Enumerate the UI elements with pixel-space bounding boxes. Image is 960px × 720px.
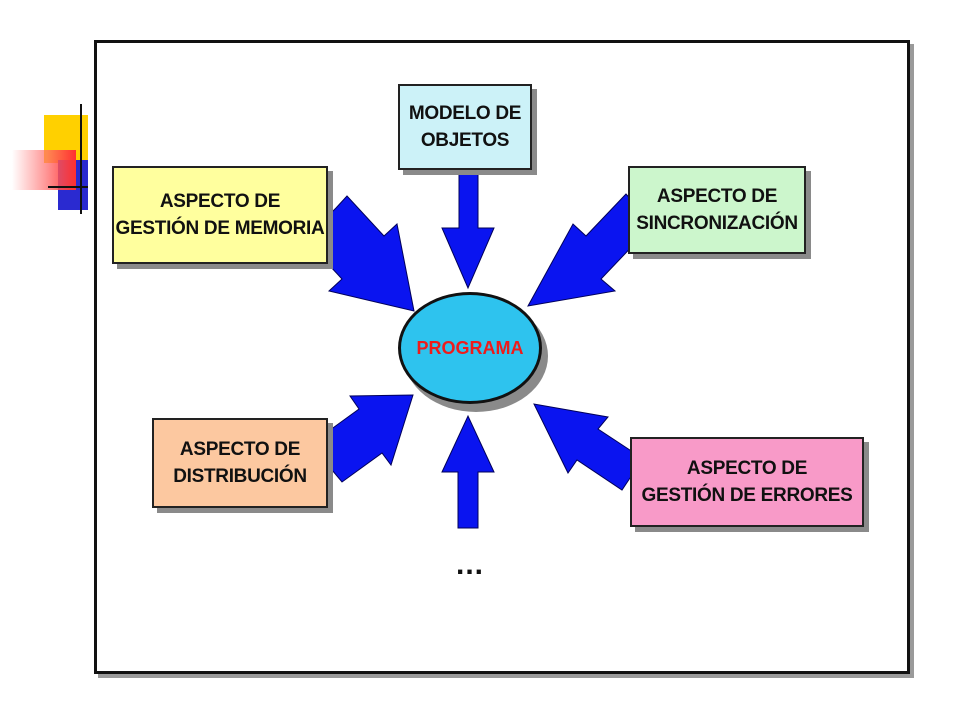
center-label: PROGRAMA <box>416 337 524 358</box>
arrow-from-errores <box>533 403 646 491</box>
decorative-red-gradient <box>12 150 76 190</box>
arrow-from-sincronizacion <box>527 193 642 307</box>
center-programa: PROGRAMA <box>398 292 542 404</box>
box-aspecto-gestion-de-memoria: ASPECTO DE GESTIÓN DE MEMORIA <box>112 166 328 264</box>
box-modelo-de-objetos: MODELO DE OBJETOS <box>398 84 532 170</box>
box-objetos-line1: MODELO DE <box>408 103 522 124</box>
box-objetos-line2: OBJETOS <box>420 130 510 151</box>
arrow-from-objetos <box>441 167 495 290</box>
arrow-from-bottom <box>441 414 495 529</box>
decorative-vertical-line <box>80 104 82 214</box>
box-memoria-line2: GESTIÓN DE MEMORIA <box>115 218 325 239</box>
box-aspecto-gestion-de-errores: ASPECTO DE GESTIÓN DE ERRORES <box>630 437 864 527</box>
box-errores-line2: GESTIÓN DE ERRORES <box>641 485 853 506</box>
box-aspecto-distribucion: ASPECTO DE DISTRIBUCIÓN <box>152 418 328 508</box>
arrow-from-distribucion <box>318 394 414 483</box>
box-errores-line1: ASPECTO DE <box>686 458 808 479</box>
box-distrib-line2: DISTRIBUCIÓN <box>173 466 307 487</box>
box-sincro-line1: ASPECTO DE <box>656 186 778 207</box>
box-sincro-line2: SINCRONIZACIÓN <box>636 213 798 234</box>
box-aspecto-sincronizacion: ASPECTO DE SINCRONIZACIÓN <box>628 166 806 254</box>
decorative-horizontal-line <box>48 186 88 188</box>
box-distrib-line1: ASPECTO DE <box>179 439 301 460</box>
box-memoria-line1: ASPECTO DE <box>159 191 281 212</box>
more-aspects-ellipsis: ... <box>455 548 484 581</box>
